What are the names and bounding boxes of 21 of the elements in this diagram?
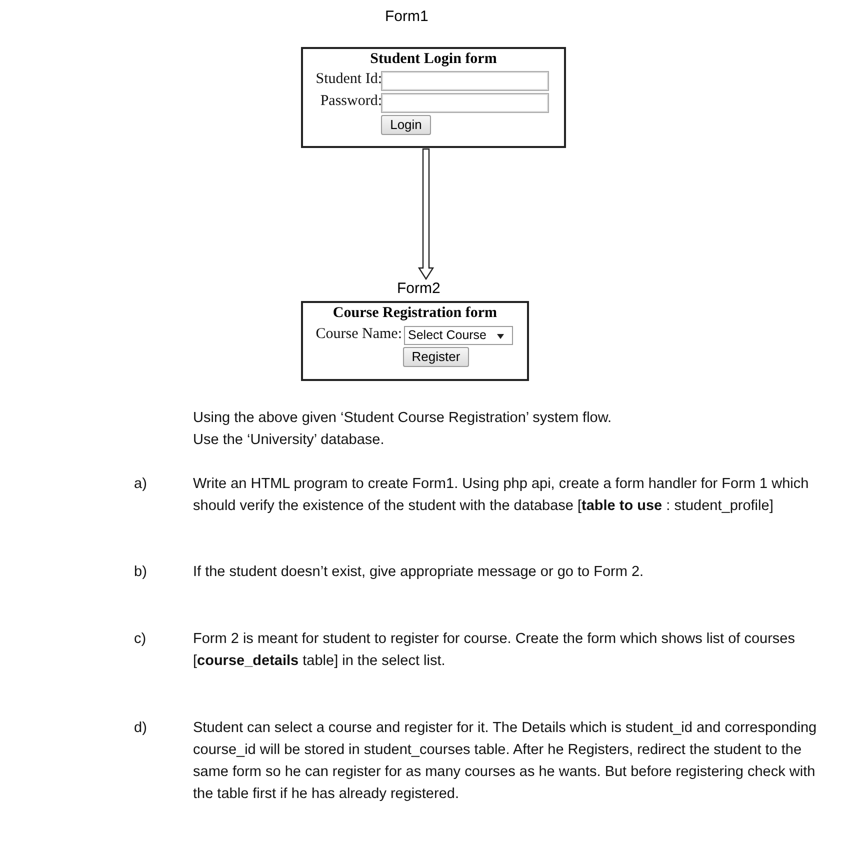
item-marker: b) — [134, 563, 148, 582]
form-caption: Form2 — [397, 280, 440, 297]
flow-arrow — [418, 148, 434, 280]
submit-button: Login — [381, 115, 431, 135]
item-marker: d) — [134, 719, 148, 738]
submit-button: Register — [403, 347, 469, 367]
field-label: Password: — [319, 93, 382, 110]
form-heading: Course Registration form — [332, 305, 498, 322]
instruction-text: Using the above given ‘Student Course Registration’ system flow. — [193, 409, 613, 428]
question-text: Form 2 is meant for student to register for course. Create the form which shows list of courses [course_details table] in the select list. — [193, 630, 796, 671]
field-label: Student Id: — [314, 71, 382, 88]
question-text: If the student doesn’t exist, give appropriate message or go to Form 2. — [193, 563, 645, 582]
item-marker: c) — [134, 630, 148, 649]
instruction-text: Use the ‘University’ database. — [193, 431, 386, 450]
form-caption: Form1 — [385, 8, 428, 25]
dropdown-select: Select Course — [404, 326, 513, 345]
question-text: Write an HTML program to create Form1. Using php api, create a form handler for Form 1 which should verify the existence of the student with the database [table to use : student_profile] — [193, 475, 810, 516]
item-marker: a) — [134, 475, 148, 494]
question-text: Student can select a course and register for it. The Details which is student_id and corresponding course_id will be stored in student_courses table. After he Registers, redirect the student to the same form so he can register for as many courses as he wants. But before registering check with the table first if he has already registered. — [193, 719, 818, 804]
field-label: Course Name: — [314, 326, 402, 343]
form-heading: Student Login form — [369, 51, 498, 68]
